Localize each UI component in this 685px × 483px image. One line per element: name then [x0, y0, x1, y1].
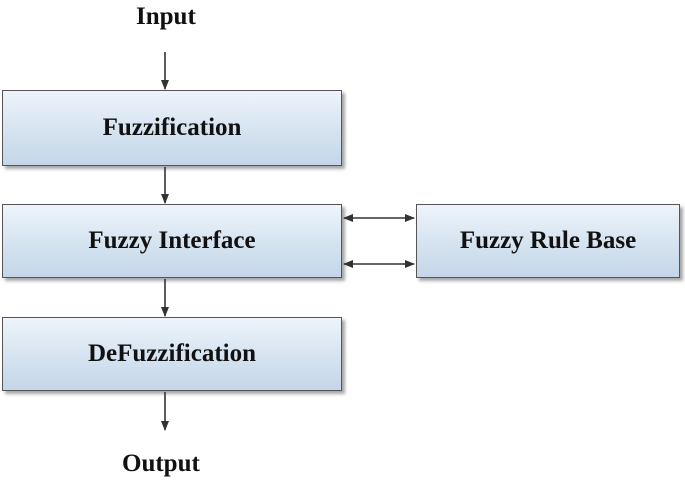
fuzzy-interface-box: Fuzzy Interface	[2, 204, 342, 278]
fuzzification-box: Fuzzification	[2, 90, 342, 166]
fuzzy-rule-base-label: Fuzzy Rule Base	[459, 227, 637, 254]
input-label: Input	[136, 3, 196, 30]
fuzzification-label: Fuzzification	[102, 114, 242, 141]
fuzzy-rule-base-box: Fuzzy Rule Base	[416, 204, 680, 278]
defuzzification-box: DeFuzzification	[2, 317, 342, 391]
defuzzification-label: DeFuzzification	[87, 340, 256, 367]
fuzzy-interface-label: Fuzzy Interface	[88, 227, 256, 254]
output-label: Output	[122, 450, 200, 477]
